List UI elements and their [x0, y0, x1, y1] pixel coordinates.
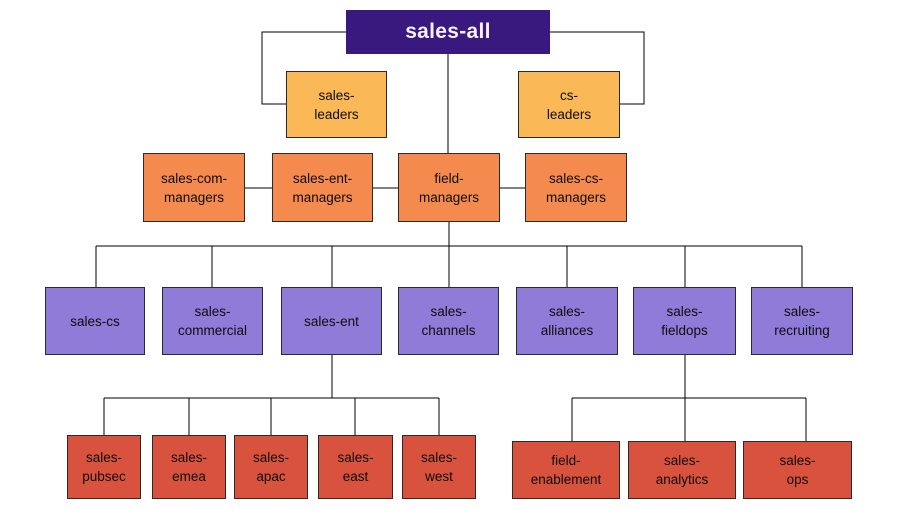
node-sales-recruiting: sales- recruiting [751, 287, 853, 355]
node-field-managers-label: field- managers [418, 170, 480, 205]
node-sales-all: sales-all [346, 10, 550, 54]
node-sales-ent-managers: sales-ent- managers [272, 153, 373, 222]
node-sales-commercial-label: sales- commercial [177, 304, 247, 338]
node-sales-ent: sales-ent [281, 287, 382, 355]
node-sales-channels-label: sales- channels [421, 304, 476, 338]
node-sales-recruiting-label: sales- recruiting [774, 304, 830, 338]
node-sales-emea-label: sales- emea [170, 450, 207, 484]
node-sales-ent-managers-label: sales-ent- managers [292, 170, 353, 205]
node-sales-fieldops-label: sales- fieldops [661, 304, 708, 338]
node-sales-channels: sales- channels [398, 287, 499, 355]
node-field-enablement-label: field- enablement [530, 453, 602, 487]
node-sales-apac-label: sales- apac [252, 450, 289, 484]
node-sales-fieldops: sales- fieldops [633, 287, 736, 355]
edge-sales-all-cs-leaders [550, 31, 645, 105]
node-sales-ops: sales- ops [743, 441, 852, 499]
node-sales-ent-label: sales-ent [304, 313, 359, 329]
node-field-enablement: field- enablement [512, 441, 620, 499]
node-sales-cs-label: sales-cs [70, 313, 120, 329]
node-sales-pubsec: sales- pubsec [67, 435, 141, 499]
node-sales-east: sales- east [318, 435, 393, 499]
node-sales-alliances: sales- alliances [516, 287, 618, 355]
node-sales-leaders-label: sales- leaders [314, 87, 359, 122]
node-sales-apac: sales- apac [234, 435, 308, 499]
node-sales-emea: sales- emea [152, 435, 226, 499]
node-cs-leaders: cs- leaders [518, 71, 620, 138]
node-field-managers: field- managers [398, 153, 500, 222]
node-sales-commercial: sales- commercial [162, 287, 263, 355]
edge-sales-all-sales-leaders [261, 31, 346, 105]
node-sales-cs-managers: sales-cs- managers [525, 153, 627, 222]
node-sales-west: sales- west [402, 435, 476, 499]
node-sales-analytics: sales- analytics [628, 441, 736, 499]
node-sales-com-managers: sales-com- managers [143, 153, 245, 222]
node-sales-cs-managers-label: sales-cs- managers [545, 170, 607, 205]
node-sales-pubsec-label: sales- pubsec [82, 450, 126, 484]
node-sales-analytics-label: sales- analytics [655, 453, 709, 487]
node-sales-east-label: sales- east [337, 450, 374, 484]
node-sales-alliances-label: sales- alliances [540, 304, 594, 338]
node-sales-leaders: sales- leaders [286, 71, 387, 138]
node-sales-ops-label: sales- ops [779, 453, 816, 487]
node-sales-all-label: sales-all [405, 20, 491, 43]
node-cs-leaders-label: cs- leaders [546, 87, 592, 122]
node-sales-com-managers-label: sales-com- managers [160, 170, 227, 205]
node-sales-cs: sales-cs [45, 287, 145, 355]
node-sales-west-label: sales- west [420, 450, 457, 484]
